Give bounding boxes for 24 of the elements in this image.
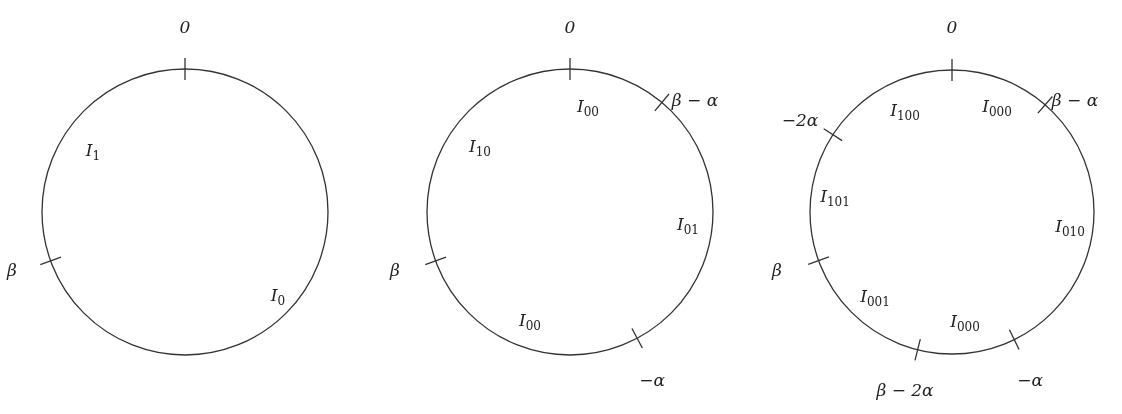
interval-label: I$_{0}$ bbox=[270, 286, 286, 308]
tick-label: β bbox=[772, 261, 782, 279]
tick-label: β bbox=[7, 261, 17, 279]
tick-label: β − α bbox=[671, 91, 719, 109]
interval-label: I$_{101}$ bbox=[820, 187, 850, 209]
tick-label: β bbox=[390, 261, 400, 279]
interval-label: I$_{00}$ bbox=[577, 97, 599, 119]
tick-label: 0 bbox=[564, 18, 576, 36]
interval-label: I$_{100}$ bbox=[890, 101, 920, 123]
interval-label: I$_{10}$ bbox=[469, 137, 491, 159]
tick-label: −2α bbox=[781, 111, 819, 129]
tick-label: β − 2α bbox=[876, 381, 934, 399]
interval-label: I$_{1}$ bbox=[85, 141, 101, 163]
tick-label: 0 bbox=[946, 18, 958, 36]
tick-label: β − α bbox=[1051, 91, 1099, 109]
tick-label: −α bbox=[1017, 371, 1043, 389]
interval-label: I$_{000}$ bbox=[950, 312, 980, 334]
interval-label: I$_{000}$ bbox=[982, 97, 1012, 119]
tick-label: −α bbox=[639, 371, 665, 389]
tick-label: 0 bbox=[179, 18, 191, 36]
interval-label: I$_{010}$ bbox=[1055, 217, 1085, 239]
interval-label: I$_{00}$ bbox=[519, 311, 541, 333]
interval-label: I$_{01}$ bbox=[677, 215, 699, 237]
interval-label: I$_{001}$ bbox=[860, 287, 890, 309]
